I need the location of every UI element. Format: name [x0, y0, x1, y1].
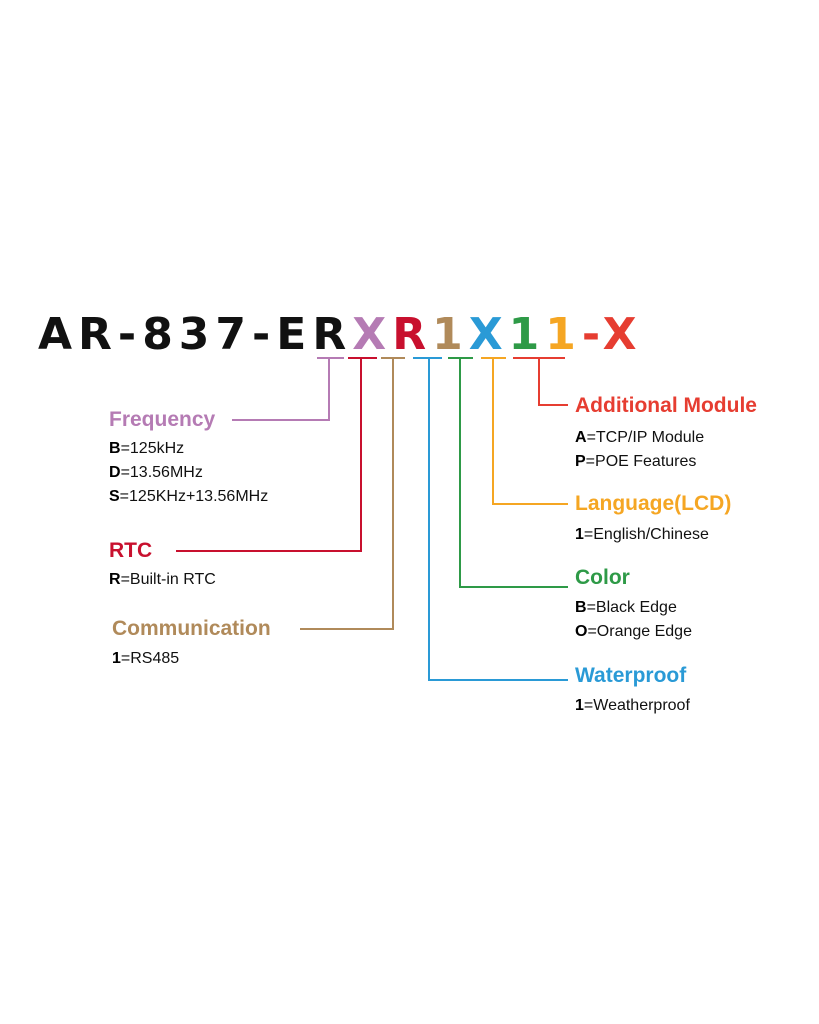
option-communication-1: 1=RS485: [112, 647, 179, 671]
option-text: =Weatherproof: [583, 697, 690, 714]
group-title-communication: Communication: [112, 617, 271, 640]
option-text: =TCP/IP Module: [586, 429, 705, 446]
option-text: =125KHz+13.56MHz: [119, 488, 269, 505]
option-color-o: O=Orange Edge: [575, 620, 692, 644]
option-key: R: [109, 571, 121, 588]
line-rtc: [176, 357, 377, 552]
line-color: [448, 357, 568, 588]
option-frequency-b: B=125kHz: [109, 437, 184, 461]
option-text: =125kHz: [120, 440, 185, 457]
line-language: [481, 357, 568, 505]
option-text: =English/Chinese: [583, 526, 709, 543]
code-additional-module: -X: [581, 309, 643, 360]
option-module-a: A=TCP/IP Module: [575, 426, 704, 450]
option-key: D: [109, 464, 121, 481]
code-rtc: R: [392, 309, 433, 360]
code-color: 1: [508, 309, 546, 360]
option-text: =Orange Edge: [587, 623, 692, 640]
option-waterproof-1: 1=Weatherproof: [575, 694, 690, 718]
model-prefix: AR-837-ER: [38, 309, 353, 360]
option-text: =13.56MHz: [120, 464, 203, 481]
line-waterproof: [413, 357, 568, 681]
code-frequency: X: [352, 309, 393, 360]
group-title-rtc: RTC: [109, 539, 153, 562]
option-key: B: [575, 599, 587, 616]
group-title-additional-module: Additional Module: [575, 394, 757, 417]
option-language-1: 1=English/Chinese: [575, 523, 709, 547]
option-key: 1: [112, 650, 121, 667]
option-rtc-r: R=Built-in RTC: [109, 568, 216, 592]
option-key: 1: [575, 697, 584, 714]
option-key: 1: [575, 526, 584, 543]
option-text: =Built-in RTC: [120, 571, 216, 588]
group-title-color: Color: [575, 566, 630, 589]
option-key: P: [575, 453, 586, 470]
group-title-waterproof: Waterproof: [575, 664, 687, 687]
option-module-p: P=POE Features: [575, 450, 696, 474]
code-waterproof: X: [468, 309, 509, 360]
line-frequency: [232, 357, 344, 421]
option-color-b: B=Black Edge: [575, 596, 677, 620]
line-communication: [300, 357, 405, 630]
group-title-frequency: Frequency: [109, 408, 216, 431]
option-frequency-d: D=13.56MHz: [109, 461, 203, 485]
group-title-language: Language(LCD): [575, 492, 732, 515]
option-frequency-s: S=125KHz+13.56MHz: [109, 485, 268, 509]
option-key: B: [109, 440, 121, 457]
code-language: 1: [545, 309, 582, 360]
option-key: O: [575, 623, 588, 640]
line-additional-module: [513, 357, 568, 406]
option-key: A: [575, 429, 587, 446]
option-text: =Black Edge: [586, 599, 677, 616]
option-text: =POE Features: [585, 453, 697, 470]
code-communication: 1: [432, 309, 469, 360]
option-text: =RS485: [120, 650, 180, 667]
model-number: AR-837-ERXR1X11-X: [38, 305, 643, 365]
option-key: S: [109, 488, 120, 505]
